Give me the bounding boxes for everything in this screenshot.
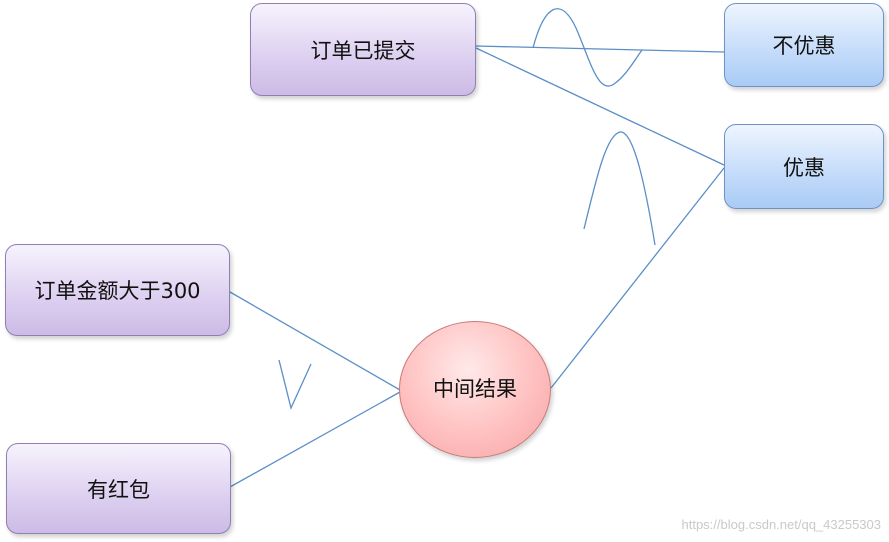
wave-false-mark <box>532 8 643 87</box>
node-no-discount-label: 不优惠 <box>772 34 836 58</box>
edge-intermediate-to-discount <box>550 167 725 389</box>
edge-order-to-discount <box>475 47 725 166</box>
watermark: https://blog.csdn.net/qq_43255303 <box>681 517 882 532</box>
node-has-red-packet: 有红包 <box>6 443 231 534</box>
edge-redpacket-to-intermediate <box>229 391 401 488</box>
node-amount-over-300: 订单金额大于300 <box>5 244 230 336</box>
check-mark <box>278 359 312 410</box>
node-discount-label: 优惠 <box>783 155 825 180</box>
node-order-submitted: 订单已提交 <box>250 3 476 96</box>
edge-order-to-no-discount <box>475 45 725 53</box>
node-discount: 优惠 <box>724 124 884 209</box>
wave-true-mark <box>583 131 656 246</box>
node-has-red-packet-label: 有红包 <box>87 477 150 502</box>
edge-amount-to-intermediate <box>229 291 401 391</box>
node-no-discount: 不优惠 <box>724 3 884 87</box>
node-order-submitted-label: 订单已提交 <box>310 38 416 63</box>
node-intermediate-result-label: 中间结果 <box>433 377 517 402</box>
node-amount-over-300-label: 订单金额大于300 <box>34 279 201 303</box>
node-intermediate-result: 中间结果 <box>399 321 551 458</box>
